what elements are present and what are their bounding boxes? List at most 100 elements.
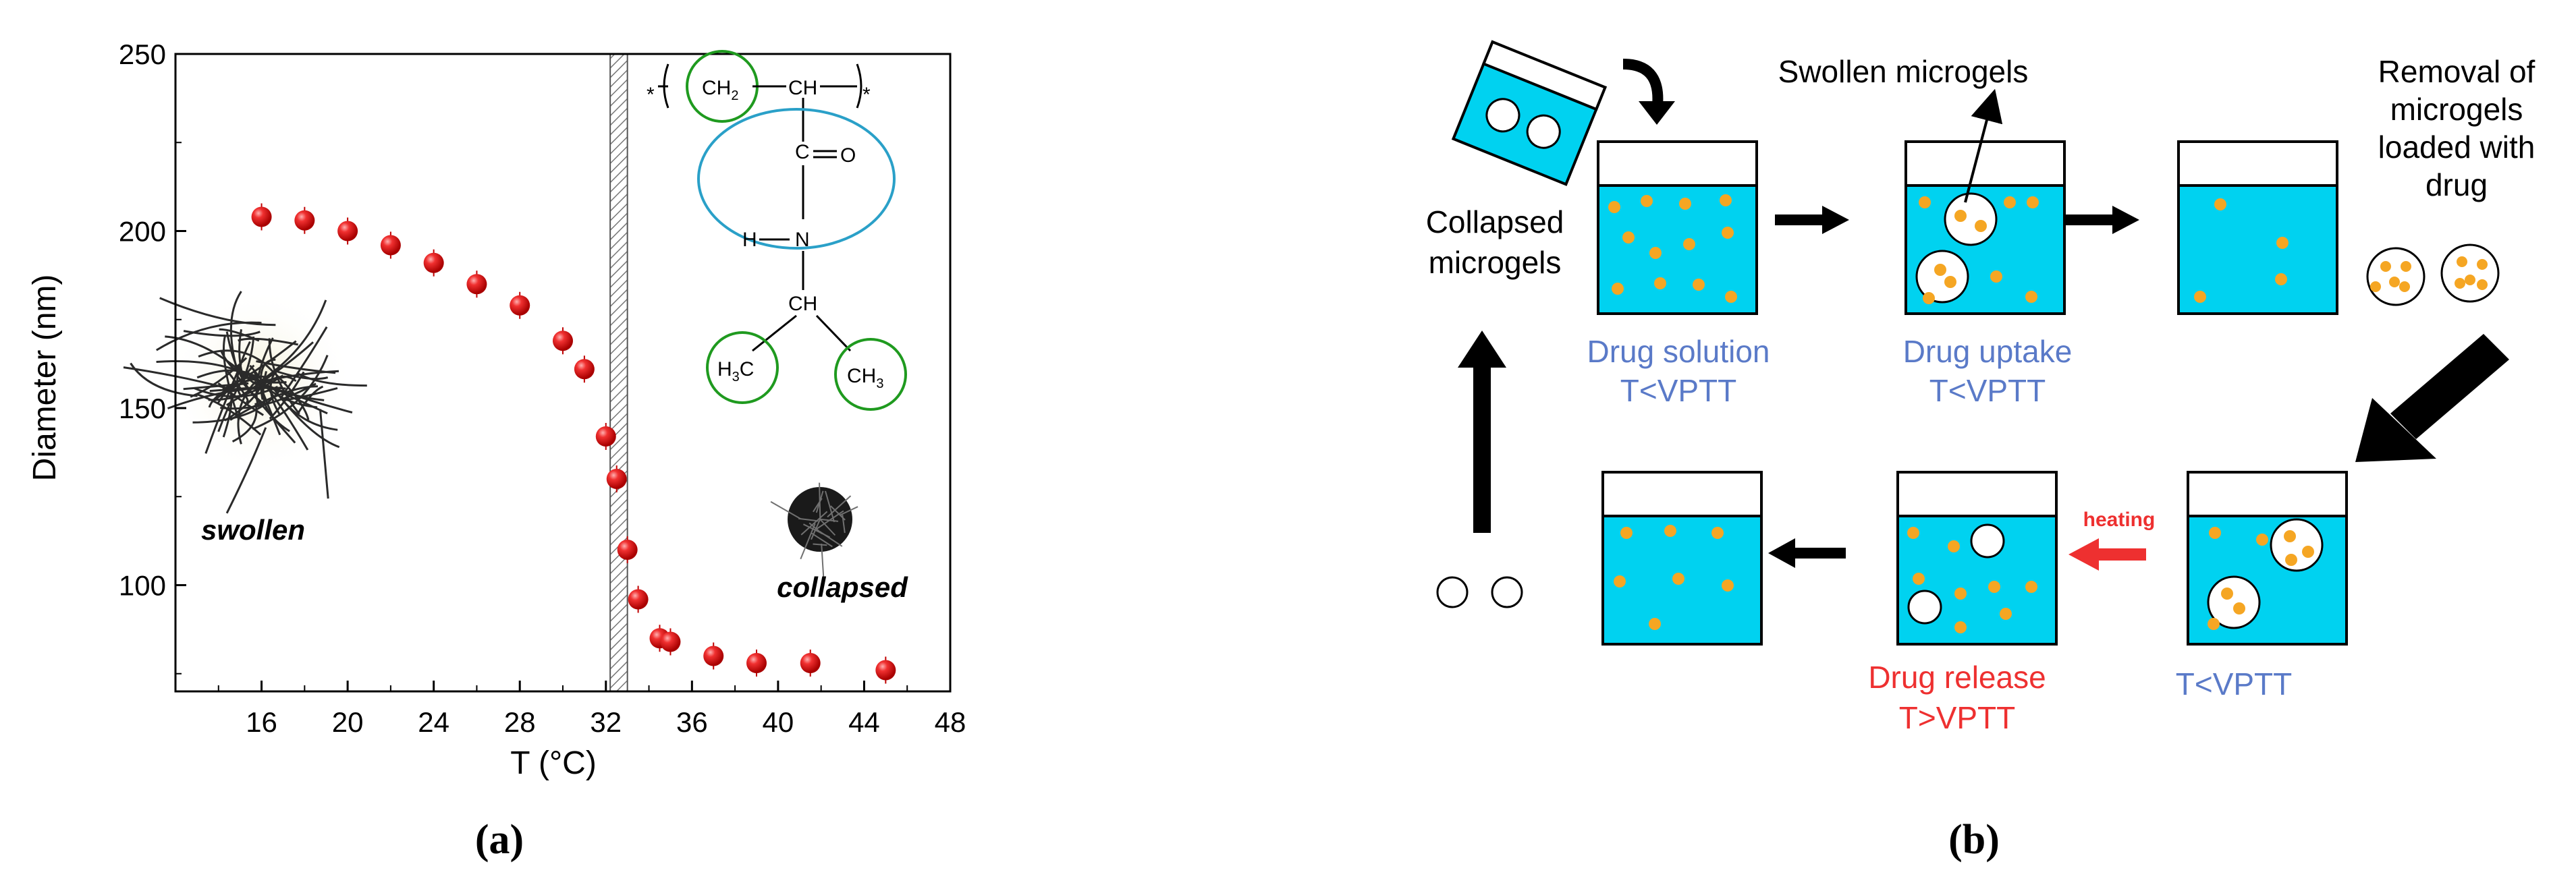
mesh-strand	[204, 364, 242, 454]
drug-dot	[1620, 527, 1633, 539]
drug-dot	[1954, 621, 1967, 633]
data-point	[660, 631, 681, 652]
x-tick-label: 28	[504, 706, 536, 738]
drug-dot	[2455, 278, 2465, 289]
mesh-strand	[208, 376, 261, 408]
structure-star-right: *	[862, 84, 871, 106]
mesh-strand	[156, 321, 262, 351]
beaker-released-drug	[1601, 471, 1763, 646]
mesh-strand	[165, 335, 246, 376]
mesh-strand	[800, 511, 828, 536]
mesh-strand	[198, 349, 265, 364]
drug-dot	[1711, 527, 1724, 539]
drug-dot	[1654, 277, 1666, 289]
drug-dot	[2221, 588, 2233, 600]
heating-arrow	[2068, 538, 2146, 571]
drug-dot	[1722, 579, 1734, 592]
drug-dot	[2214, 198, 2226, 210]
mesh-strand	[827, 495, 852, 518]
drug-dot	[1720, 194, 1732, 206]
structure-ch2: CH2	[702, 77, 738, 103]
drug-dot	[1693, 279, 1705, 291]
data-point	[574, 359, 595, 380]
drug-dot	[2233, 602, 2245, 614]
mesh-strand	[258, 381, 353, 413]
drug-dot	[2025, 581, 2037, 593]
drug-dot	[2302, 546, 2314, 558]
drug-dot	[1641, 195, 1653, 207]
drug-solution-label-line2: T<VPTT	[1620, 373, 1737, 408]
drug-dot	[2284, 530, 2296, 542]
drug-dot	[2209, 527, 2221, 539]
drug-dot	[2275, 273, 2287, 285]
drug-dot	[1649, 247, 1662, 259]
data-point	[746, 653, 767, 673]
data-points	[251, 203, 896, 684]
mesh-strand	[249, 364, 309, 451]
swollen-label: swollen	[201, 514, 305, 546]
mesh-strand	[256, 360, 336, 374]
drug-dot	[1907, 527, 1919, 539]
mesh-strand	[225, 427, 267, 514]
data-point	[251, 206, 272, 227]
drug-dot	[2276, 237, 2289, 249]
mesh-strand	[240, 336, 255, 385]
drug-dot	[2401, 261, 2411, 272]
x-tick-label: 48	[935, 706, 966, 738]
drug-dot	[2370, 281, 2381, 292]
swollen-microgel-image	[123, 287, 367, 514]
mesh-strand	[197, 393, 262, 436]
x-tick-label: 40	[763, 706, 794, 738]
y-axis-label: Diameter (nm)	[27, 275, 63, 482]
mesh-strand	[810, 532, 833, 548]
drug-dot	[2477, 259, 2488, 270]
data-point	[510, 295, 530, 316]
arrow-up	[1458, 331, 1506, 533]
drug-dot	[1990, 270, 2002, 283]
drug-dot	[2004, 196, 2016, 208]
data-point	[800, 653, 821, 673]
data-point	[595, 426, 616, 447]
mesh-strand	[815, 490, 824, 513]
t-vptt-label: T<VPTT	[2176, 666, 2293, 702]
mesh-strand	[296, 385, 324, 415]
drug-dot	[1954, 588, 1967, 600]
drug-dot	[2194, 291, 2206, 303]
mesh-strand	[798, 517, 819, 522]
panel-b: Collapsed microgels Drug solution T<VPTT…	[1426, 40, 2536, 863]
drug-dot	[1988, 581, 2000, 593]
x-axis-label: T (°C)	[510, 745, 597, 781]
data-point	[617, 540, 638, 560]
pnipam-structure: * CH2 CH * C O H N CH	[647, 50, 907, 411]
mesh-strand	[819, 518, 839, 522]
mesh-strand	[842, 515, 846, 534]
drug-dot	[1612, 283, 1624, 295]
drug-dot	[1948, 540, 1960, 552]
drug-dot	[1649, 618, 1661, 630]
y-tick-label: 100	[119, 570, 166, 602]
mesh-strand	[840, 506, 858, 516]
drug-dot	[2389, 277, 2400, 287]
structure-h: H	[742, 229, 757, 251]
structure-ch: CH	[788, 77, 817, 99]
axis-ticks	[175, 53, 952, 691]
structure-ch-iso: CH	[788, 293, 817, 315]
drug-solution-label-line1: Drug solution	[1587, 334, 1770, 369]
beaker-after-removal	[2177, 140, 2338, 315]
data-point	[875, 660, 896, 681]
collapsed-label: collapsed	[777, 571, 908, 603]
drug-dot	[2025, 291, 2037, 303]
x-tick-label: 32	[590, 706, 622, 738]
mesh-strand	[222, 334, 240, 421]
drug-uptake-label-line1: Drug uptake	[1903, 334, 2073, 369]
structure-carbonyl-o: O	[840, 144, 856, 167]
drug-dot	[2256, 534, 2268, 546]
collapsed-microgel-image	[770, 482, 858, 577]
mesh-strand	[268, 338, 300, 415]
drug-dot	[2477, 279, 2488, 290]
data-point	[337, 221, 358, 241]
arrow-right-1	[1775, 206, 1849, 234]
